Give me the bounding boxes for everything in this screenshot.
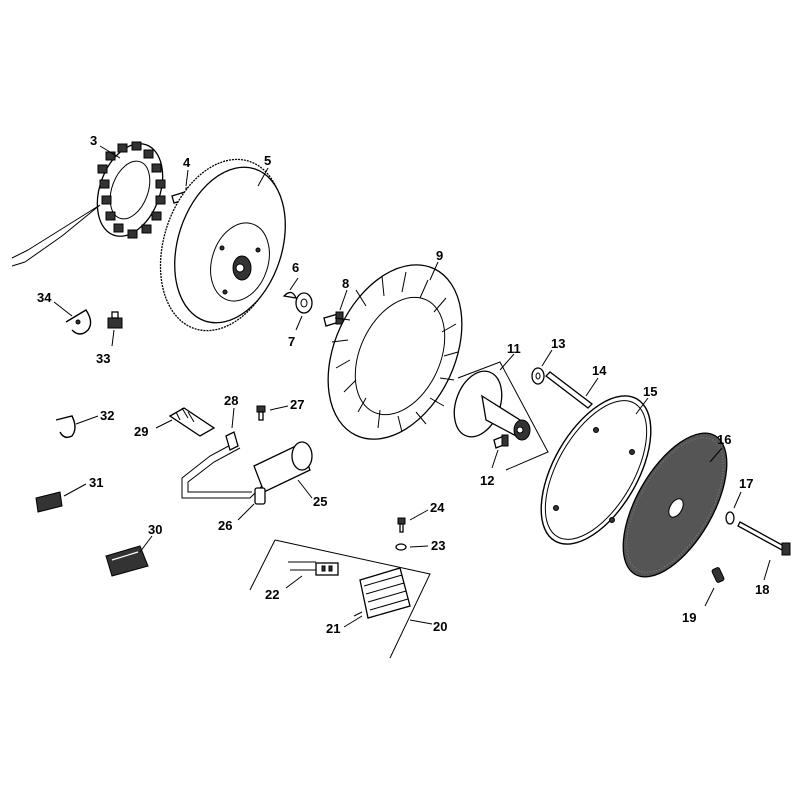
label-24: 24 <box>430 500 445 515</box>
terminal-part-28 <box>225 431 239 451</box>
gasket-part-15 <box>540 395 652 545</box>
label-3: 3 <box>90 133 97 148</box>
boot-part-26 <box>254 487 266 505</box>
label-23: 23 <box>431 538 445 553</box>
regulator-part-21 <box>353 567 411 619</box>
bolt-part-12 <box>493 434 509 449</box>
washer-part-17 <box>725 511 735 525</box>
pin-part-14 <box>545 371 593 409</box>
label-30: 30 <box>148 522 162 537</box>
label-32: 32 <box>100 408 114 423</box>
set-screw-part-19 <box>711 567 725 583</box>
fan-part-9 <box>327 264 463 440</box>
stator-part-3 <box>11 141 166 267</box>
connector-part-22 <box>288 561 339 576</box>
label-31: 31 <box>89 475 103 490</box>
label-12: 12 <box>480 473 494 488</box>
clip-part-32 <box>55 415 76 439</box>
screw-part-24 <box>397 517 406 533</box>
label-11: 11 <box>507 341 521 356</box>
label-27: 27 <box>290 397 304 412</box>
clamp-part-34 <box>65 309 92 335</box>
long-bolt-part-18 <box>737 521 791 556</box>
spark-plug-part-29 <box>168 407 216 437</box>
flywheel-part-5 <box>159 158 286 332</box>
label-26: 26 <box>218 518 232 533</box>
handle-part-30 <box>105 545 149 577</box>
label-4: 4 <box>183 155 191 170</box>
label-6: 6 <box>292 260 299 275</box>
washer-part-13 <box>531 367 545 385</box>
label-25: 25 <box>313 494 327 509</box>
label-18: 18 <box>755 582 769 597</box>
washer-part-23 <box>395 543 407 551</box>
label-17: 17 <box>739 476 753 491</box>
label-16: 16 <box>717 432 731 447</box>
label-22: 22 <box>265 587 279 602</box>
label-33: 33 <box>96 351 110 366</box>
washer-part-7 <box>295 292 313 314</box>
label-28: 28 <box>224 393 238 408</box>
label-29: 29 <box>134 424 148 439</box>
label-5: 5 <box>264 153 271 168</box>
label-15: 15 <box>643 384 657 399</box>
regulator-group-outline <box>249 539 431 659</box>
block-part-31 <box>35 491 63 513</box>
label-7: 7 <box>288 334 295 349</box>
label-9: 9 <box>436 248 443 263</box>
screen-part-16 <box>622 432 728 578</box>
label-19: 19 <box>682 610 696 625</box>
screw-part-27 <box>256 405 266 421</box>
label-13: 13 <box>551 336 565 351</box>
ignition-coil-part-25 <box>181 441 313 499</box>
screw-part-33 <box>107 311 123 329</box>
label-8: 8 <box>342 276 349 291</box>
key-part-6 <box>282 291 298 299</box>
label-20: 20 <box>433 619 447 634</box>
label-14: 14 <box>592 363 607 378</box>
label-21: 21 <box>326 621 340 636</box>
hub-part-11 <box>453 370 531 441</box>
label-34: 34 <box>37 290 52 305</box>
